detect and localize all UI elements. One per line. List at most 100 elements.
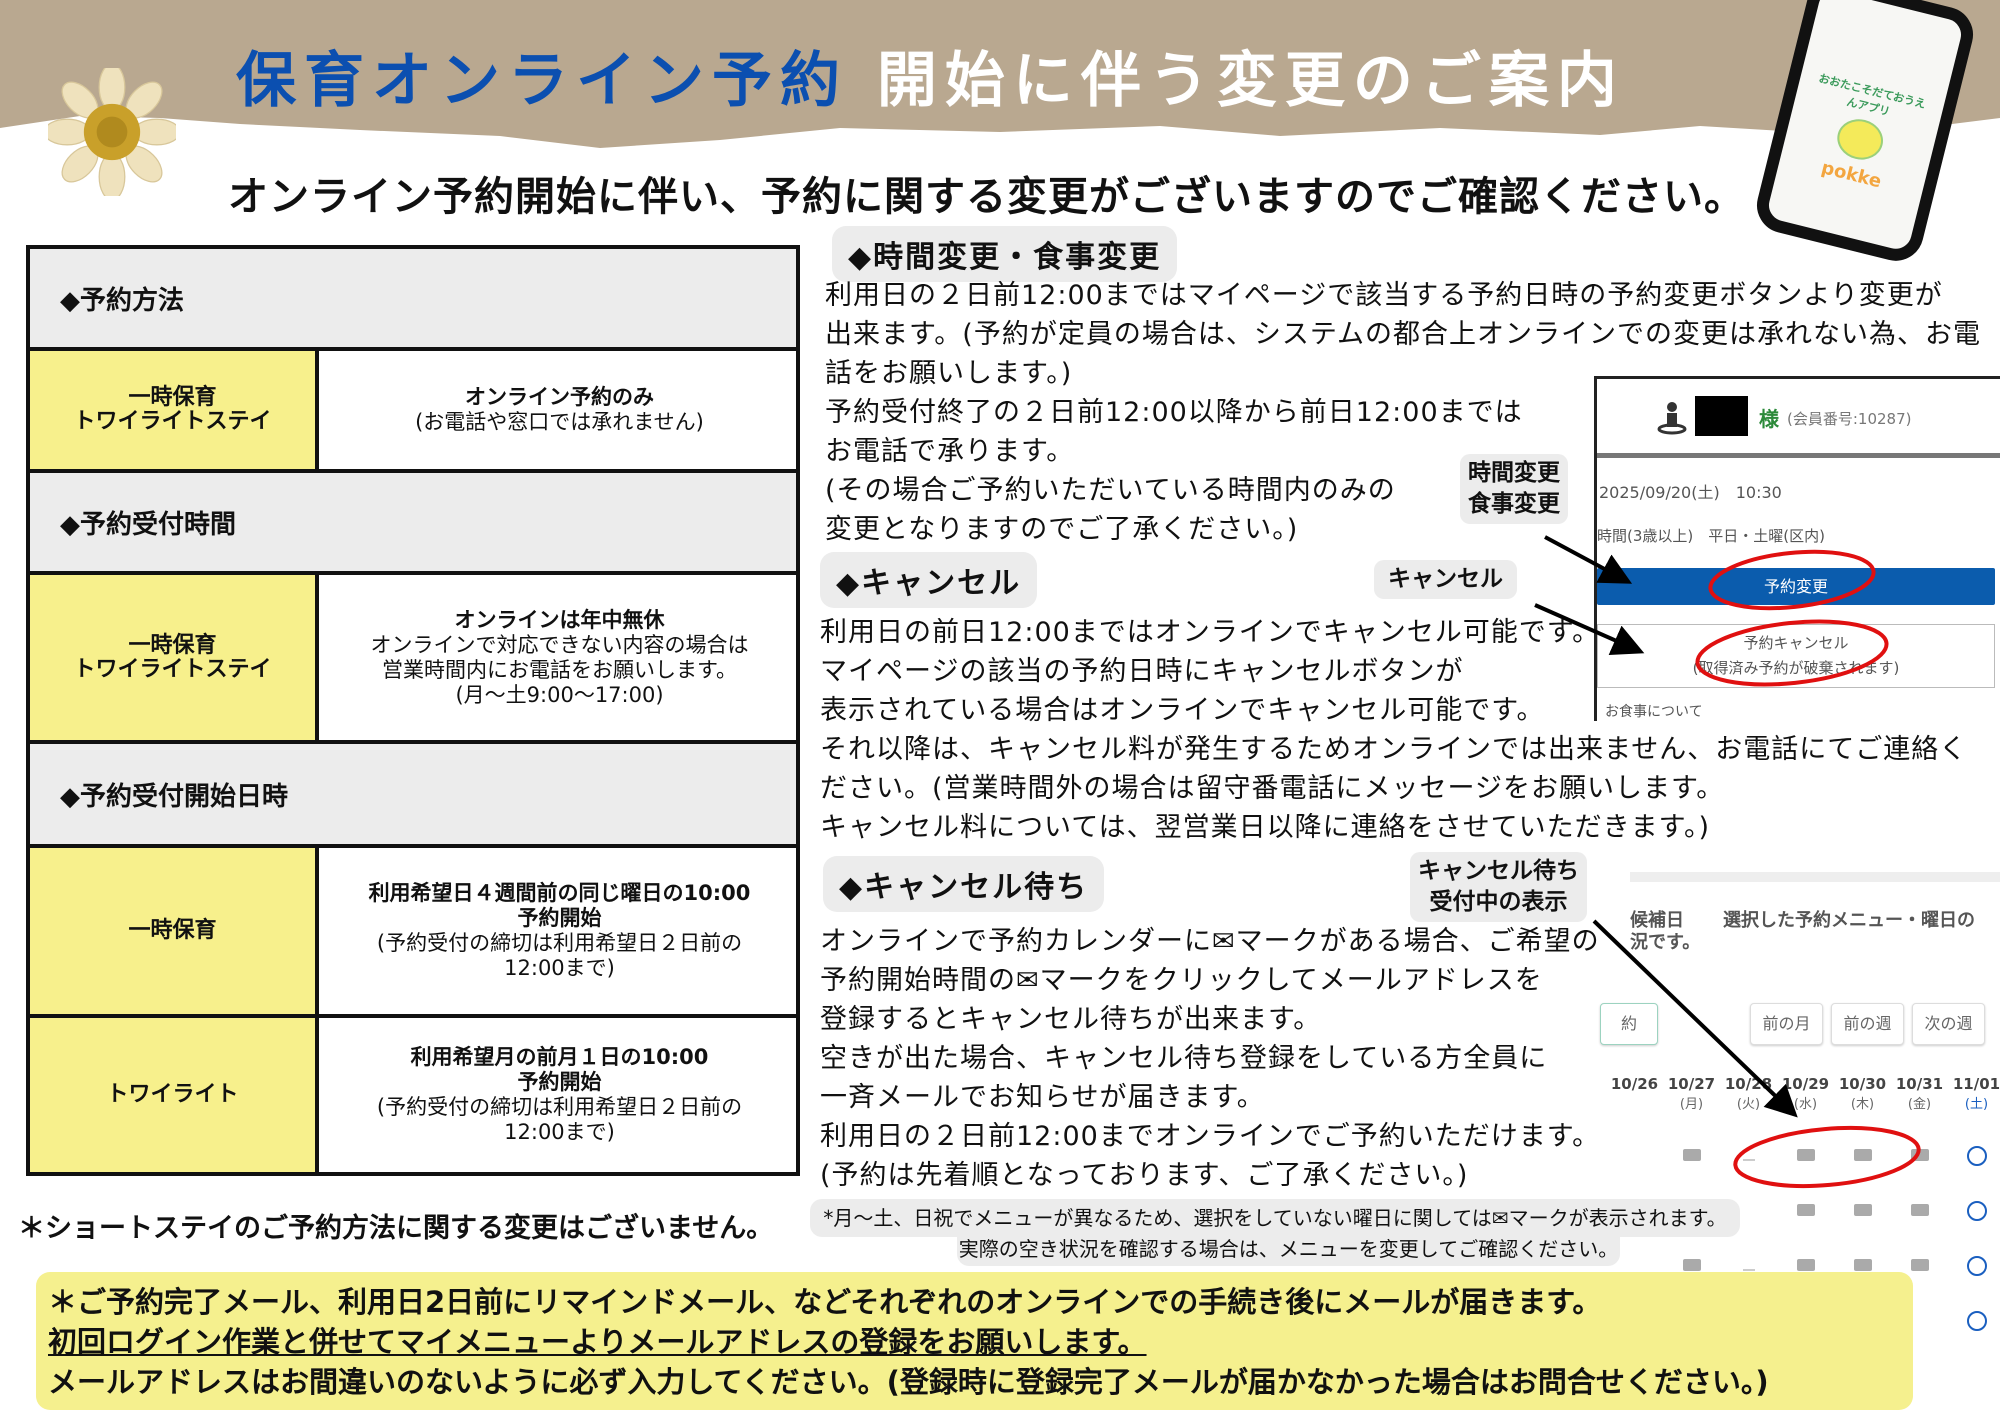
reservation-menu: 時間(3歳以上) 平日・土曜(区内)	[1597, 527, 1825, 545]
value-bold: 利用希望月の前月１日の10:00	[410, 1045, 709, 1069]
day-date: 10/28	[1724, 1075, 1773, 1093]
calendar-slot[interactable]	[1891, 1146, 1948, 1165]
section-heading-cancel: ◆キャンセル	[820, 552, 1038, 608]
wait-body: オンラインで予約カレンダーに✉マークがある場合、ご希望の予約開始時間の✉マークを…	[820, 922, 1600, 1195]
mail-icon[interactable]	[1682, 1149, 1701, 1161]
body-line: 出来ます。(予約が定員の場合は、システムの都合上オンラインでの変更は承れない為、…	[825, 319, 1982, 350]
calendar-slot[interactable]	[1948, 1256, 2000, 1280]
calendar-slot[interactable]	[1834, 1256, 1891, 1275]
tag-line: 受付中の表示	[1429, 889, 1568, 915]
notice-line: メールアドレスはお間違いのないように必ず入力してください。(登録時に登録完了メー…	[48, 1365, 1769, 1399]
table-row: 一時保育トワイライトステイ オンラインは年中無休オンラインで対応できない内容の場…	[30, 575, 796, 744]
section-heading: ◆予約受付開始日時	[30, 744, 796, 848]
mypage-screenshot: 様 (会員番号:10287) 2025/09/20(土) 10:30 時間(3歳…	[1594, 376, 2000, 721]
value-line: (月～土9:00～17:00)	[455, 682, 664, 707]
day-weekday: (月)	[1679, 1097, 1704, 1112]
value-line: オンラインで対応できない内容の場合は	[370, 632, 749, 657]
day-date: 10/27	[1667, 1075, 1716, 1093]
email-notice-box: ＊ご予約完了メール、利用日2日前にリマインドメール、などそれぞれのオンラインでの…	[36, 1272, 1913, 1410]
calendar-slot[interactable]	[1777, 1256, 1834, 1275]
mail-icon[interactable]	[1853, 1259, 1872, 1271]
day-date: 11/01	[1952, 1075, 2000, 1093]
body-line: ださい。(営業時間外の場合は留守番電話にメッセージをお願いします。	[820, 773, 1725, 804]
day-weekday: (水)	[1793, 1097, 1818, 1112]
value-bold: 予約開始	[517, 1070, 602, 1094]
mail-icon[interactable]	[1853, 1149, 1872, 1161]
body-line: 利用日の２日前12:00まではマイページで該当する予約日時の予約変更ボタンより変…	[825, 280, 1943, 311]
subtitle: オンライン予約開始に伴い、予約に関する変更がございますのでご確認ください。	[228, 174, 1745, 220]
body-line: 予約受付終了の２日前12:00以降から前日12:00までは	[825, 397, 1523, 428]
tag-line: 食事変更	[1468, 491, 1560, 517]
reservation-date: 2025/09/20(土) 10:30	[1599, 483, 1782, 502]
calendar-slot[interactable]	[1891, 1256, 1948, 1275]
next-week-button[interactable]: 次の週	[1912, 1003, 1985, 1045]
calendar-slot[interactable]	[1834, 1146, 1891, 1165]
tag-line: 時間変更	[1468, 460, 1560, 486]
unavailable-dash-icon	[1742, 1269, 1755, 1271]
prev-week-button[interactable]: 前の週	[1831, 1003, 1904, 1045]
label-line: 一時保育	[128, 385, 217, 410]
calendar-day-header: 10/29 (水)	[1777, 1075, 1834, 1112]
calendar-desc: 況です。	[1630, 932, 1701, 953]
mail-icon[interactable]	[1910, 1204, 1929, 1216]
meal-link[interactable]: お食事について	[1605, 704, 1703, 720]
title-white-part: 開始に伴う変更のご案内	[876, 46, 1625, 116]
change-reservation-button[interactable]: 予約変更	[1597, 568, 1995, 605]
reserve-button[interactable]: 約	[1600, 1003, 1658, 1045]
mail-icon[interactable]	[1796, 1204, 1815, 1216]
cancel-label: 予約キャンセル	[1743, 634, 1849, 652]
value-line: 12:00まで)	[504, 1120, 615, 1144]
calendar-slot[interactable]	[1777, 1146, 1834, 1165]
row-value: オンライン予約のみ(お電話や窓口では承れません)	[323, 351, 796, 469]
calendar-slot[interactable]	[1948, 1201, 2000, 1225]
day-date: 10/26	[1610, 1075, 1659, 1093]
calendar-desc: 選択した予約メニュー・曜日の	[1723, 910, 1975, 931]
mail-icon[interactable]	[1853, 1204, 1872, 1216]
calendar-slot[interactable]	[1948, 1146, 2000, 1170]
day-weekday: (火)	[1736, 1097, 1761, 1112]
available-circle-icon[interactable]	[1966, 1201, 1987, 1221]
day-date: 10/29	[1781, 1075, 1830, 1093]
calendar-slot[interactable]	[1834, 1201, 1891, 1220]
mail-icon[interactable]	[1796, 1259, 1815, 1271]
mail-icon[interactable]	[1796, 1149, 1815, 1161]
body-line: 利用日の２日前12:00までオンラインでご予約いただけます。	[820, 1121, 1601, 1152]
available-circle-icon[interactable]	[1966, 1311, 1987, 1331]
tag-line: キャンセル待ち	[1418, 858, 1579, 884]
body-line: 登録するとキャンセル待ちが出来ます。	[820, 1004, 1322, 1035]
value-line: (予約受付の締切は利用希望日２日前の	[376, 1095, 743, 1119]
body-line: 表示されている場合はオンラインでキャンセル可能です。	[820, 695, 1545, 726]
calendar-slot[interactable]	[1891, 1201, 1948, 1220]
body-line: (予約は先着順となっております、ご了承ください。)	[820, 1160, 1469, 1191]
shortstay-footnote: ＊ショートステイのご予約方法に関する変更はございません。	[18, 1213, 774, 1244]
row-value: オンラインは年中無休オンラインで対応できない内容の場合は営業時間内にお電話をお願…	[323, 575, 796, 740]
calendar-day-header: 10/31(金)	[1891, 1075, 1948, 1112]
divider	[1630, 872, 2000, 882]
mail-icon[interactable]	[1910, 1259, 1929, 1271]
notice-line: ＊ご予約完了メール、利用日2日前にリマインドメール、などそれぞれのオンラインでの…	[48, 1285, 1602, 1319]
calendar-slot[interactable]	[1777, 1201, 1834, 1220]
prev-month-button[interactable]: 前の月	[1750, 1003, 1823, 1045]
calendar-slot[interactable]	[1663, 1146, 1720, 1165]
available-circle-icon[interactable]	[1966, 1146, 1987, 1166]
available-circle-icon[interactable]	[1966, 1256, 1987, 1276]
calendar-slot	[1720, 1256, 1777, 1275]
body-line: 一斉メールでお知らせが届きます。	[820, 1082, 1265, 1113]
mail-icon[interactable]	[1910, 1149, 1929, 1161]
calendar-slot[interactable]	[1948, 1311, 2000, 1335]
calendar-slot[interactable]	[1663, 1256, 1720, 1275]
section-heading-wait: ◆キャンセル待ち	[823, 856, 1105, 912]
cancel-reservation-button[interactable]: 予約キャンセル(取得済み予約が破棄されます)	[1597, 624, 1995, 688]
value-bold: オンライン予約のみ	[465, 385, 654, 409]
body-line: 利用日の前日12:00まではオンラインでキャンセル可能です。	[820, 617, 1601, 648]
body-line: オンラインで予約カレンダーに✉マークがある場合、ご希望の	[820, 926, 1600, 957]
mail-icon[interactable]	[1682, 1259, 1701, 1271]
section-heading: ◆予約方法	[30, 249, 796, 351]
label-line: 一時保育	[128, 632, 217, 658]
page-title: 保育オンライン予約 開始に伴う変更のご案内	[236, 32, 1625, 119]
row-label: トワイライト	[30, 1018, 319, 1172]
